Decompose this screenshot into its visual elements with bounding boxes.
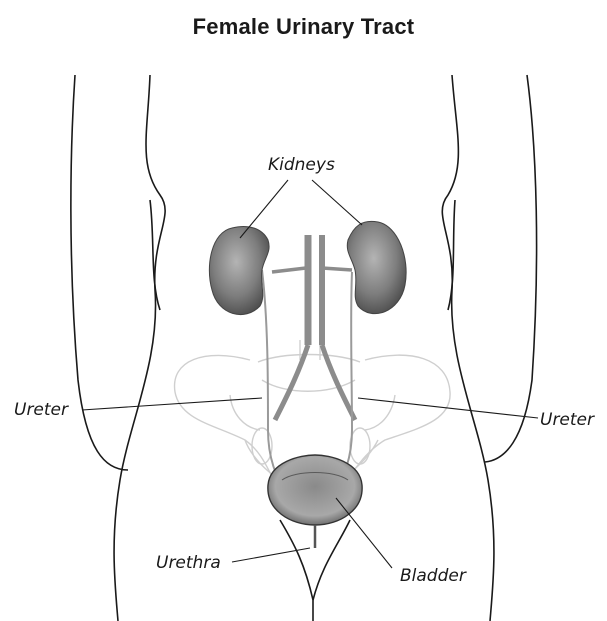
great-vessels	[272, 235, 355, 420]
bladder	[268, 455, 362, 525]
left-torso-outline	[114, 75, 165, 621]
inner-leg-outline	[280, 520, 313, 621]
bladder-leader	[336, 498, 392, 568]
urethra-label: Urethra	[156, 553, 221, 573]
ureter-right-label: Ureter	[540, 410, 594, 430]
ureter-right-leader	[358, 398, 538, 418]
kidneys-leader-right	[312, 180, 362, 225]
kidneys-leader-left	[240, 180, 288, 238]
bladder-label: Bladder	[400, 566, 466, 586]
right-waist-curve	[448, 200, 455, 310]
ureter-left-label: Ureter	[14, 400, 68, 420]
right-arm-outline	[485, 75, 537, 462]
right-kidney	[347, 221, 406, 313]
right-torso-outline	[442, 75, 494, 621]
left-kidney	[209, 227, 269, 315]
kidneys-label: Kidneys	[268, 155, 335, 175]
ureter-left-leader	[82, 398, 262, 410]
inner-leg-outline-right	[313, 520, 350, 600]
left-arm-outline	[71, 75, 128, 470]
